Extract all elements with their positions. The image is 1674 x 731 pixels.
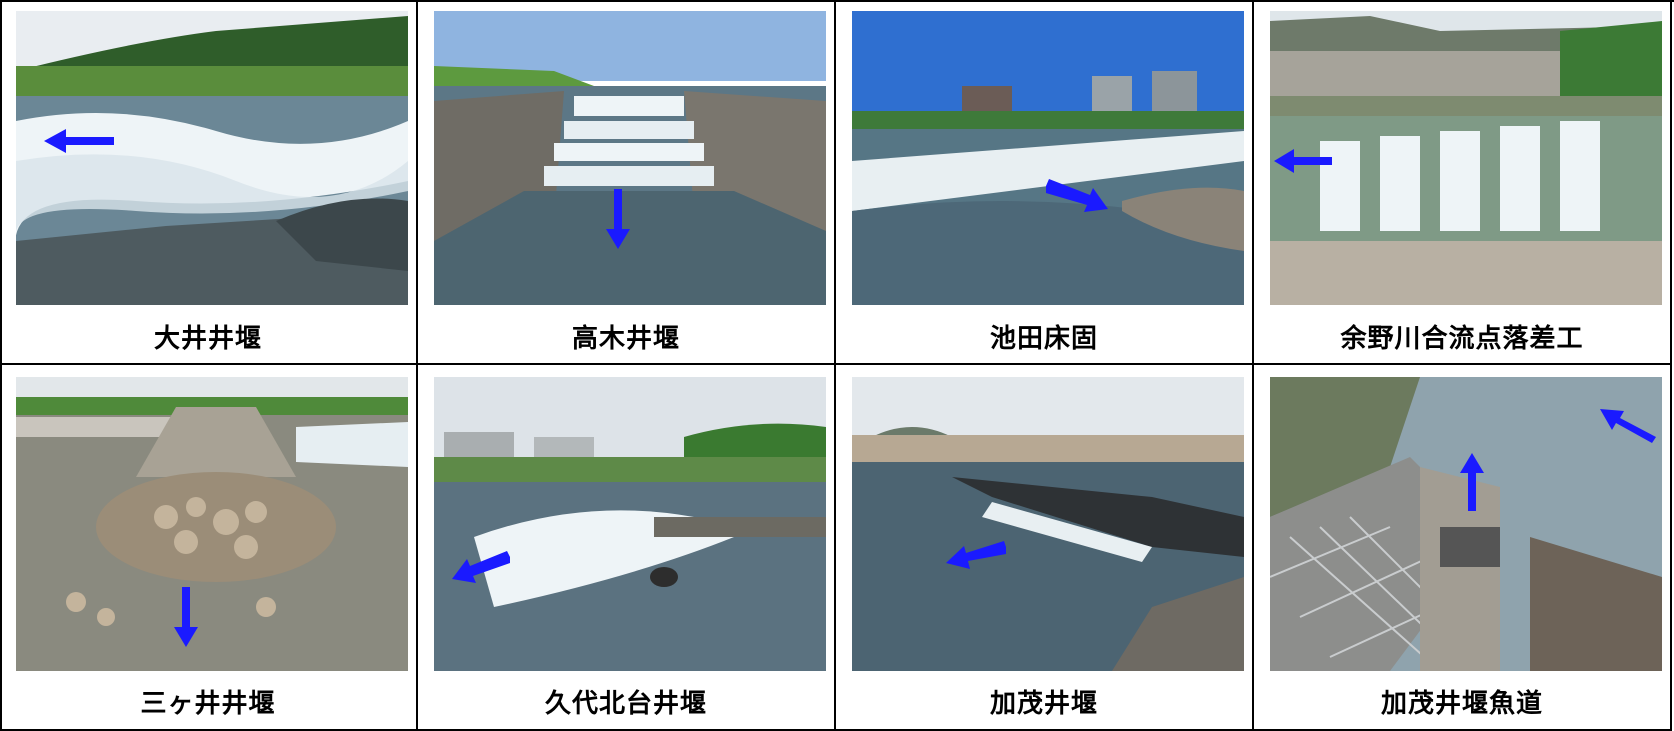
caption-yono-confluence-drop: 余野川合流点落差工 [1340,324,1584,354]
flow-arrow-icon [174,587,198,647]
flow-arrow-icon [606,189,630,249]
cell-takagi-weir: 高木井堰 [418,0,836,365]
flow-arrow-icon [1600,409,1656,443]
flow-arrow-icon [1460,453,1484,511]
cell-kamo-weir-fishway: 加茂井堰魚道 [1254,365,1672,731]
photo-takagi-weir [434,11,826,305]
cell-yono-confluence-drop: 余野川合流点落差工 [1254,0,1672,365]
cell-ikeda-tokogatame: 池田床固 [836,0,1254,365]
photo-kamo-weir [852,377,1244,671]
flow-arrow-icon [452,551,510,583]
caption-oi-weir: 大井井堰 [153,324,262,354]
caption-takagi-weir: 高木井堰 [571,324,680,354]
flow-arrow-icon [1274,149,1332,173]
cell-kushiro-kitadai-weir: 久代北台井堰 [418,365,836,731]
photo-yono-confluence-drop [1270,11,1662,305]
caption-sangai-weir: 三ヶ井井堰 [140,689,276,719]
flow-arrow-icon [44,129,114,153]
photo-ikeda-tokogatame [852,11,1244,305]
photo-kushiro-kitadai-weir [434,377,826,671]
caption-kamo-weir: 加茂井堰 [989,689,1098,719]
cell-oi-weir: 大井井堰 [0,0,418,365]
cell-sangai-weir: 三ヶ井井堰 [0,365,418,731]
flow-arrow-icon [1046,179,1108,212]
caption-kamo-weir-fishway: 加茂井堰魚道 [1380,689,1543,719]
caption-ikeda-tokogatame: 池田床固 [989,324,1098,354]
cell-kamo-weir: 加茂井堰 [836,365,1254,731]
photo-oi-weir [16,11,408,305]
photo-sangai-weir [16,377,408,671]
flow-arrow-icon [946,541,1006,569]
photo-kamo-weir-fishway [1270,377,1662,671]
caption-kushiro-kitadai-weir: 久代北台井堰 [544,689,707,719]
